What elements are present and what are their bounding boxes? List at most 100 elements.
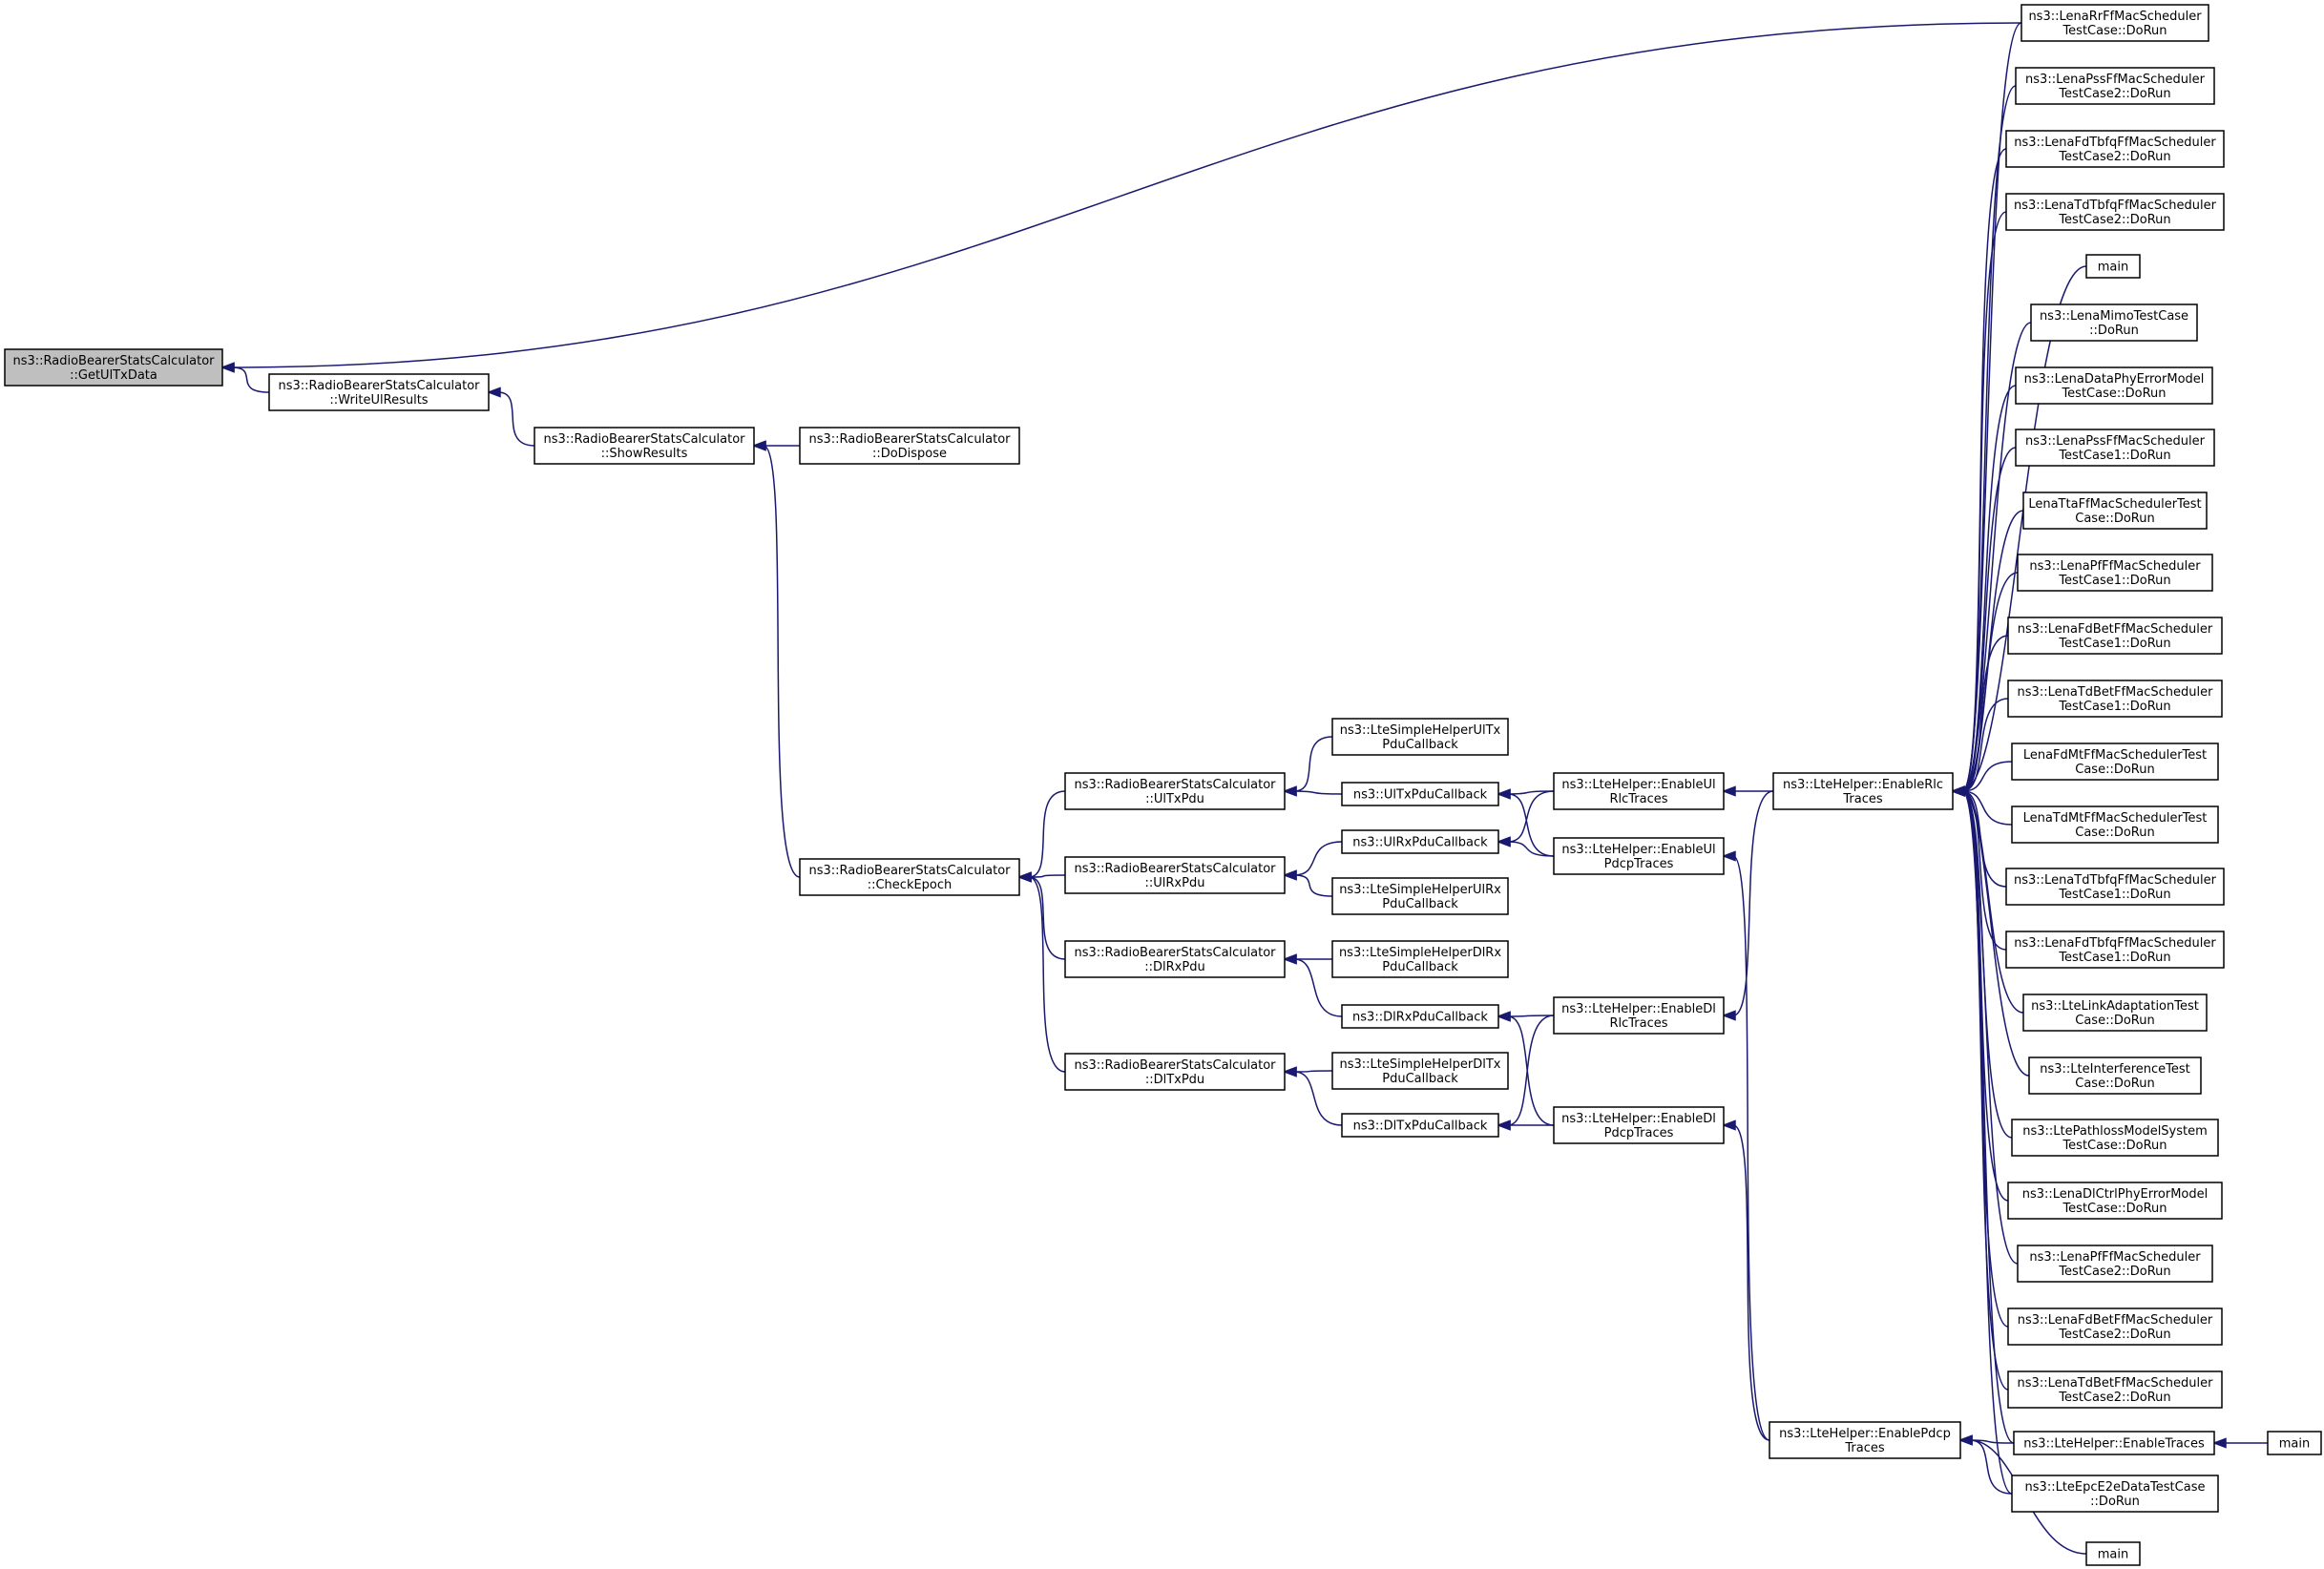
node-box xyxy=(2028,1056,2202,1095)
node-label: TestCase2::DoRun xyxy=(2058,87,2170,101)
edge-line xyxy=(1028,876,1066,960)
node-label: RlcTraces xyxy=(1609,1016,1667,1031)
edge-line xyxy=(763,445,801,878)
node-pss2[interactable]: ns3::LenaPssFfMacSchedulerTestCase2::DoR… xyxy=(2015,67,2215,105)
edge-ulrxcb-enululrlc xyxy=(1496,790,1555,847)
node-dlrxpdu[interactable]: ns3::RadioBearerStatsCalculator::DlRxPdu xyxy=(1064,940,1286,978)
node-tdbet2[interactable]: ns3::LenaTdBetFfMacSchedulerTestCase2::D… xyxy=(2007,1370,2223,1409)
node-ultxcb[interactable]: ns3::UlTxPduCallback xyxy=(1341,782,1499,806)
node-ultxpdu[interactable]: ns3::RadioBearerStatsCalculator::UlTxPdu xyxy=(1064,772,1286,810)
node-box xyxy=(1341,1004,1499,1029)
node-label: TestCase::DoRun xyxy=(2062,24,2167,38)
edge-arrowhead xyxy=(1721,785,1736,797)
edge-arrowhead xyxy=(1282,785,1297,797)
node-ulrxcb[interactable]: ns3::UlRxPduCallback xyxy=(1341,829,1499,854)
node-box xyxy=(1064,772,1286,810)
node-label: TestCase::DoRun xyxy=(2061,387,2166,401)
node-label: ns3::RadioBearerStatsCalculator xyxy=(1074,778,1276,792)
edge-line xyxy=(1969,1439,2015,1444)
node-label: ns3::LenaFdTbfqFfMacScheduler xyxy=(2014,936,2216,951)
node-entraces[interactable]: ns3::LteHelper::EnableTraces xyxy=(2013,1431,2215,1455)
node-pss1[interactable]: ns3::LenaPssFfMacSchedulerTestCase1::DoR… xyxy=(2015,429,2215,467)
edge-arrowhead xyxy=(1496,1119,1511,1131)
node-pf1[interactable]: ns3::LenaPfFfMacSchedulerTestCase1::DoRu… xyxy=(2017,554,2213,592)
node-label: TestCase::DoRun xyxy=(2062,1139,2167,1153)
node-tdtbfq2[interactable]: ns3::LenaTdTbfqFfMacSchedulerTestCase2::… xyxy=(2005,193,2225,231)
node-fdbet2[interactable]: ns3::LenaFdBetFfMacSchedulerTestCase2::D… xyxy=(2007,1308,2223,1346)
node-label: LenaFdMtFfMacSchedulerTest xyxy=(2023,748,2207,763)
node-label: Traces xyxy=(1844,1441,1884,1455)
node-label: main xyxy=(2279,1437,2310,1452)
node-main1[interactable]: main xyxy=(2085,254,2141,279)
node-box xyxy=(2267,1431,2322,1455)
node-ulrxpdu[interactable]: ns3::RadioBearerStatsCalculator::UlRxPdu xyxy=(1064,856,1286,894)
node-label: Case::DoRun xyxy=(2075,512,2154,526)
node-box xyxy=(1331,718,1509,756)
node-label: TestCase1::DoRun xyxy=(2058,637,2170,651)
node-label: ::DlTxPdu xyxy=(1145,1073,1204,1087)
node-fdbet1[interactable]: ns3::LenaFdBetFfMacSchedulerTestCase1::D… xyxy=(2007,617,2223,655)
edge-line xyxy=(1293,958,1343,1017)
edge-arrowhead xyxy=(1496,1011,1511,1022)
edge-arrowhead xyxy=(751,440,766,451)
node-getultx[interactable]: ns3::RadioBearerStatsCalculator::GetUlTx… xyxy=(4,348,223,387)
edge-dltxcb-endlpdcp xyxy=(1496,1119,1554,1131)
node-box xyxy=(1769,1421,1961,1459)
edge-line xyxy=(1507,790,1555,795)
edge-line xyxy=(1732,790,1774,1016)
node-box xyxy=(2015,67,2215,105)
node-label: PdcpTraces xyxy=(1604,1126,1674,1140)
node-dataphy[interactable]: ns3::LenaDataPhyErrorModelTestCase::DoRu… xyxy=(2015,366,2213,405)
node-showres[interactable]: ns3::RadioBearerStatsCalculator::ShowRes… xyxy=(534,427,755,465)
node-checkepoch[interactable]: ns3::RadioBearerStatsCalculator::CheckEp… xyxy=(799,858,1020,896)
node-label: RlcTraces xyxy=(1609,792,1667,806)
node-label: ::GetUlTxData xyxy=(70,368,157,383)
node-tdbet1[interactable]: ns3::LenaTdBetFfMacSchedulerTestCase1::D… xyxy=(2007,680,2223,718)
node-tdtbfq1[interactable]: ns3::LenaTdTbfqFfMacSchedulerTestCase1::… xyxy=(2005,868,2225,906)
node-box xyxy=(1341,829,1499,854)
node-dltxpdu[interactable]: ns3::RadioBearerStatsCalculator::DlTxPdu xyxy=(1064,1053,1286,1091)
node-dlrxcb[interactable]: ns3::DlRxPduCallback xyxy=(1341,1004,1499,1029)
node-box xyxy=(2017,1245,2213,1283)
node-box xyxy=(2013,1431,2215,1455)
node-fdtbfq1[interactable]: ns3::LenaFdTbfqFfMacSchedulerTestCase1::… xyxy=(2005,931,2225,969)
node-label: ns3::LteEpcE2eDataTestCase xyxy=(2025,1480,2206,1495)
edge-line xyxy=(1028,790,1066,878)
node-label: ns3::LteHelper::EnableRlc xyxy=(1783,778,1943,792)
node-label: PduCallback xyxy=(1382,960,1458,974)
edge-arrowhead xyxy=(1721,1119,1736,1131)
node-epc[interactable]: ns3::LteEpcE2eDataTestCase::DoRun xyxy=(2011,1475,2219,1513)
node-writeul[interactable]: ns3::RadioBearerStatsCalculator::WriteUl… xyxy=(268,373,490,411)
edge-arrowhead xyxy=(1958,1434,1973,1446)
node-main2[interactable]: main xyxy=(2267,1431,2322,1455)
node-box xyxy=(2007,617,2223,655)
node-label: ns3::LteLinkAdaptationTest xyxy=(2031,999,2199,1014)
node-dltxcb[interactable]: ns3::DlTxPduCallback xyxy=(1341,1113,1499,1138)
node-label: TestCase1::DoRun xyxy=(2058,888,2170,902)
node-pathloss[interactable]: ns3::LtePathlossModelSystemTestCase::DoR… xyxy=(2011,1119,2219,1157)
node-mimo[interactable]: ns3::LenaMimoTestCase::DoRun xyxy=(2030,303,2198,342)
node-fdtbfq2[interactable]: ns3::LenaFdTbfqFfMacSchedulerTestCase2::… xyxy=(2005,130,2225,168)
edge-line xyxy=(1507,1015,1555,1017)
edge-enrlc-epc xyxy=(1950,785,2013,1495)
node-main3[interactable]: main xyxy=(2085,1541,2141,1566)
node-dlctrl[interactable]: ns3::LenaDlCtrlPhyErrorModelTestCase::Do… xyxy=(2007,1182,2223,1220)
node-pf2[interactable]: ns3::LenaPfFfMacSchedulerTestCase2::DoRu… xyxy=(2017,1245,2213,1283)
node-dodispose[interactable]: ns3::RadioBearerStatsCalculator::DoDispo… xyxy=(799,427,1020,465)
